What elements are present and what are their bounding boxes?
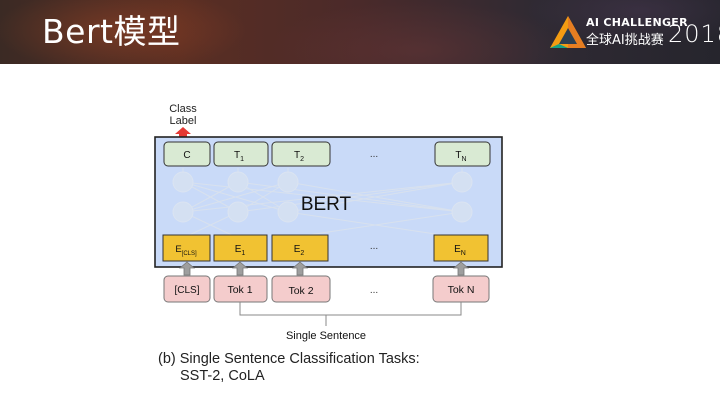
slide-header: Bert模型 AI CHALLENGER 全球AI挑战赛 2018 <box>0 0 720 64</box>
arrow-up-icon <box>231 261 249 276</box>
arrow-up-icon <box>452 261 470 276</box>
embedding-box-cls <box>162 234 211 262</box>
input-arrows <box>178 261 470 276</box>
transformer-nodes <box>172 171 473 223</box>
logo-text-line2: 全球AI挑战赛 <box>586 33 664 48</box>
token-label-2: Tok 2 <box>288 285 313 297</box>
bert-label: BERT <box>301 194 352 215</box>
output-label-t2: T2 <box>294 150 304 163</box>
triangle-logo-icon <box>550 16 586 48</box>
arrow-up-icon <box>291 261 309 276</box>
logo-year: 2018 <box>668 20 720 48</box>
output-box-t2 <box>271 141 331 167</box>
token-row: [CLS] Tok 1 Tok 2 ... Tok N <box>163 275 490 303</box>
caption-line2: SST-2, CoLA <box>180 368 265 384</box>
embedding-label-n: EN <box>454 244 466 257</box>
output-label-t1: T1 <box>234 150 244 163</box>
token-label-n: Tok N <box>448 284 475 296</box>
token-ellipsis: ... <box>370 285 378 296</box>
input-label: Single Sentence <box>286 330 366 342</box>
output-box-c <box>163 141 211 167</box>
output-box-t1 <box>213 141 269 167</box>
logo-text-line1: AI CHALLENGER <box>586 16 688 29</box>
embedding-box-1 <box>213 234 268 262</box>
embedding-label-cls: E[CLS] <box>175 244 197 257</box>
figure-caption: (b) Single Sentence Classification Tasks… <box>158 351 420 385</box>
output-label-c: C <box>183 150 190 161</box>
output-box-tn <box>434 141 491 167</box>
output-row: C T1 T2 ... TN <box>163 141 491 167</box>
embedding-box-n <box>433 234 489 262</box>
output-label-tn: TN <box>455 150 466 163</box>
input-bracket <box>239 302 462 316</box>
token-label-cls: [CLS] <box>174 285 199 296</box>
ai-challenger-logo: AI CHALLENGER 全球AI挑战赛 2018 <box>548 14 720 54</box>
token-box-cls <box>163 275 211 303</box>
class-label-line2: Label <box>170 115 197 127</box>
embedding-ellipsis: ... <box>370 241 378 252</box>
token-box-2 <box>271 275 331 303</box>
token-label-1: Tok 1 <box>227 284 252 296</box>
embedding-label-1: E1 <box>235 244 246 257</box>
class-label-line1: Class <box>169 103 197 115</box>
slide-title: Bert模型 <box>42 12 181 51</box>
embedding-label-2: E2 <box>294 244 305 257</box>
embedding-box-2 <box>271 234 329 262</box>
output-ellipsis: ... <box>370 149 378 160</box>
arrow-up-icon <box>178 261 196 276</box>
embedding-row: E[CLS] E1 E2 ... EN <box>162 234 489 262</box>
caption-line1: (b) Single Sentence Classification Tasks… <box>158 351 420 367</box>
